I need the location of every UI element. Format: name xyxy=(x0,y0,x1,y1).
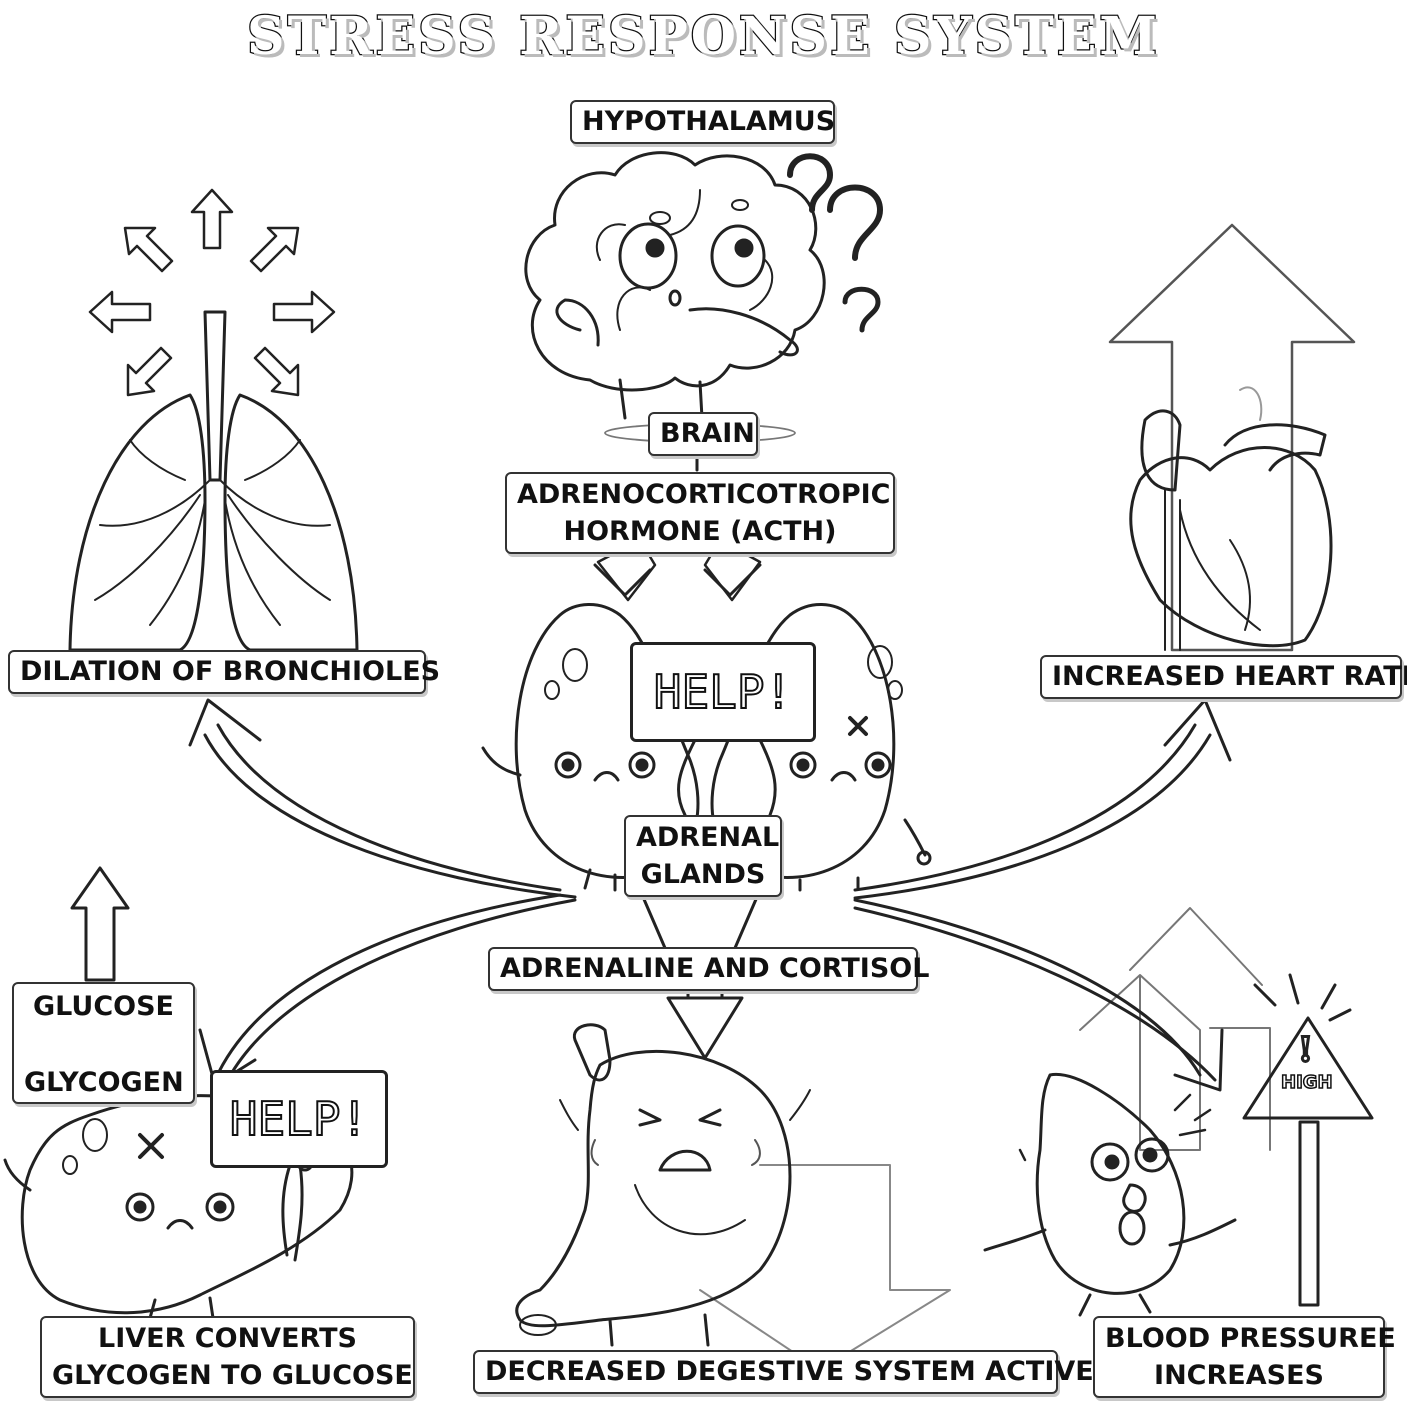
bronchioles-label: DILATION OF BRONCHIOLES xyxy=(8,650,441,694)
adrenal-glands-label: ADRENAL GLANDS xyxy=(624,815,782,897)
acth-text-line1: ADRENOCORTICOTROPIC xyxy=(517,479,891,510)
adrenal-help-sign: HELP! xyxy=(630,642,816,742)
bp-text-line1: BLOOD PRESSUREE xyxy=(1105,1323,1396,1354)
bronchioles-text: DILATION OF BRONCHIOLES xyxy=(20,656,441,687)
acth-label: ADRENOCORTICOTROPIC HORMONE (ACTH) xyxy=(505,472,895,554)
page-title: STRESS RESPONSE SYSTEM xyxy=(246,5,1160,69)
adrenaline-text: ADRENALINE AND CORTISOL xyxy=(500,953,930,984)
heart-rate-text: INCREASED HEART RATE xyxy=(1052,661,1407,692)
liver-text-line2: GLYCOGEN TO GLUCOSE xyxy=(52,1360,413,1391)
heart-icon xyxy=(1129,386,1333,651)
brain-text: BRAIN xyxy=(660,418,755,449)
glucose-text: GLUCOSE xyxy=(33,991,174,1022)
adrenaline-cortisol-label: ADRENALINE AND CORTISOL xyxy=(488,947,930,991)
exclaim-mark: ! xyxy=(1297,1029,1315,1072)
flow-connectors xyxy=(188,453,1232,1092)
glucose-glycogen-label: GLUCOSE GLYCOGEN xyxy=(12,982,195,1104)
blood-drop-character-icon xyxy=(983,1072,1237,1317)
brain-character-icon xyxy=(524,151,826,443)
hypothalamus-text: HYPOTHALAMUS xyxy=(582,106,836,137)
stomach-character-icon xyxy=(515,1023,811,1347)
adrenal-text-line1: ADRENAL xyxy=(636,822,780,853)
heart-rate-label: INCREASED HEART RATE xyxy=(1040,655,1407,699)
question-mark-icon xyxy=(787,153,883,333)
liver-text-line1: LIVER CONVERTS xyxy=(98,1323,357,1354)
digestive-down-arrow-icon xyxy=(699,1164,951,1371)
lungs-icon xyxy=(68,310,359,652)
heart-up-arrow-icon xyxy=(1108,223,1356,652)
adrenal-text-line2: GLANDS xyxy=(640,859,766,890)
digestive-label: DECREASED DEGESTIVE SYSTEM ACTIVE xyxy=(473,1350,1094,1394)
adrenal-glands-character-icon xyxy=(481,538,932,892)
digestive-text: DECREASED DEGESTIVE SYSTEM ACTIVE xyxy=(485,1356,1094,1387)
hypothalamus-label: HYPOTHALAMUS xyxy=(570,100,835,144)
blood-pressure-label: BLOOD PRESSUREE INCREASES xyxy=(1093,1316,1396,1398)
glucose-up-arrow-icon xyxy=(70,866,130,982)
glycogen-text: GLYCOGEN xyxy=(24,1067,184,1098)
brain-label: BRAIN xyxy=(648,412,758,456)
warning-triangle-icon xyxy=(1242,973,1374,1307)
bp-up-arrow-icon xyxy=(1079,907,1271,1151)
acth-text-line2: HORMONE (ACTH) xyxy=(563,516,837,547)
high-warning-text: HIGH xyxy=(1280,1071,1333,1094)
lungs-expand-arrows-icon xyxy=(88,188,336,397)
liver-label: LIVER CONVERTS GLYCOGEN TO GLUCOSE xyxy=(40,1316,415,1398)
bp-text-line2: INCREASES xyxy=(1154,1360,1324,1391)
liver-help-sign: HELP! xyxy=(210,1070,388,1168)
